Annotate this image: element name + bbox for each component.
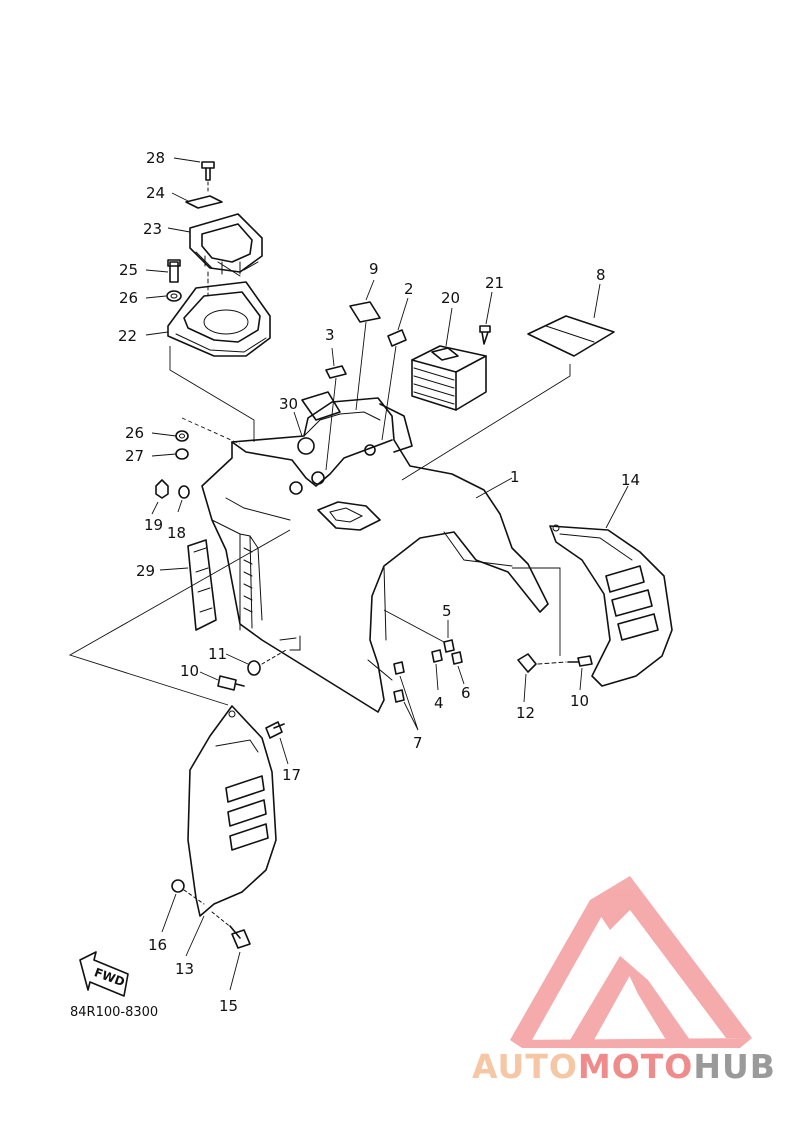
part-28-screw <box>173 157 215 195</box>
callout-3: 3 <box>325 326 335 344</box>
callout-22: 22 <box>118 327 137 345</box>
part-17-screw <box>265 721 289 765</box>
callout-16: 16 <box>148 936 167 954</box>
callout-25: 25 <box>119 261 138 279</box>
callout-10-right: 10 <box>570 692 589 710</box>
callout-8: 8 <box>596 266 606 284</box>
part-1-main-body <box>201 391 549 713</box>
part-15-bolt <box>211 911 251 991</box>
part-21-screw <box>479 291 493 345</box>
callout-30: 30 <box>279 395 298 413</box>
callout-10-left: 10 <box>180 662 199 680</box>
callout-26-top: 26 <box>119 289 138 307</box>
watermark-logo-icon <box>510 876 752 1048</box>
callout-12: 12 <box>516 704 535 722</box>
part-23-cap <box>167 213 263 277</box>
callout-15: 15 <box>219 997 238 1015</box>
callout-17: 17 <box>282 766 301 784</box>
part-14-right-cover <box>549 485 673 687</box>
fwd-arrow-icon: FWD <box>79 951 129 997</box>
part-8-sheet <box>401 283 615 481</box>
part-10-bolt-right <box>537 655 593 691</box>
part-18-nut <box>177 485 190 513</box>
part-30-knob <box>293 411 315 455</box>
part-3-pad <box>325 347 347 471</box>
watermark-auto: AUTO <box>472 1047 578 1086</box>
part-26-grommet <box>151 430 189 442</box>
callout-19: 19 <box>144 516 163 534</box>
callout-26: 26 <box>125 424 144 442</box>
callout-27: 27 <box>125 447 144 465</box>
part-16-grommet <box>161 879 205 933</box>
part-25-bolt <box>145 259 181 283</box>
callout-14: 14 <box>621 471 640 489</box>
diagram-code: 84R100-8300 <box>70 1005 158 1020</box>
callout-20: 20 <box>441 289 460 307</box>
part-12-clip <box>517 653 537 703</box>
part-7-clips <box>393 661 419 731</box>
part-9-pad <box>349 279 381 411</box>
callout-1: 1 <box>510 468 520 486</box>
part-19-nut <box>151 479 169 515</box>
callout-13: 13 <box>175 960 194 978</box>
callout-18: 18 <box>167 524 186 542</box>
part-11-collar <box>225 649 287 676</box>
callout-2: 2 <box>404 280 414 298</box>
callout-23: 23 <box>143 220 162 238</box>
part-10-bolt-left <box>199 671 245 691</box>
callout-11: 11 <box>208 645 227 663</box>
callout-9: 9 <box>369 260 379 278</box>
part-6-clip <box>451 651 465 685</box>
watermark-hub: HUB <box>693 1047 776 1086</box>
part-20-box <box>411 307 487 411</box>
watermark-text: AUTOMOTOHUB <box>472 1047 776 1086</box>
part-29-bracket <box>159 539 217 631</box>
callout-7: 7 <box>413 734 423 752</box>
part-24-plate <box>171 192 223 209</box>
callout-4: 4 <box>434 694 444 712</box>
part-27-grommet <box>151 448 189 460</box>
part-2-pad <box>381 297 409 441</box>
part-4-clip <box>431 649 443 691</box>
part-22-tray <box>145 271 271 357</box>
callout-24: 24 <box>146 184 165 202</box>
part-26-grommet-top <box>145 290 182 302</box>
callout-6: 6 <box>461 684 471 702</box>
callout-28: 28 <box>146 149 165 167</box>
watermark-moto: MOTO <box>577 1047 694 1086</box>
callout-5: 5 <box>442 602 452 620</box>
callout-29: 29 <box>136 562 155 580</box>
callout-21: 21 <box>485 274 504 292</box>
callout-labels: 28 24 23 25 26 22 9 3 2 20 21 8 30 26 27… <box>118 149 640 1015</box>
part-5-clip <box>443 620 455 653</box>
part-13-left-cover <box>185 705 277 957</box>
